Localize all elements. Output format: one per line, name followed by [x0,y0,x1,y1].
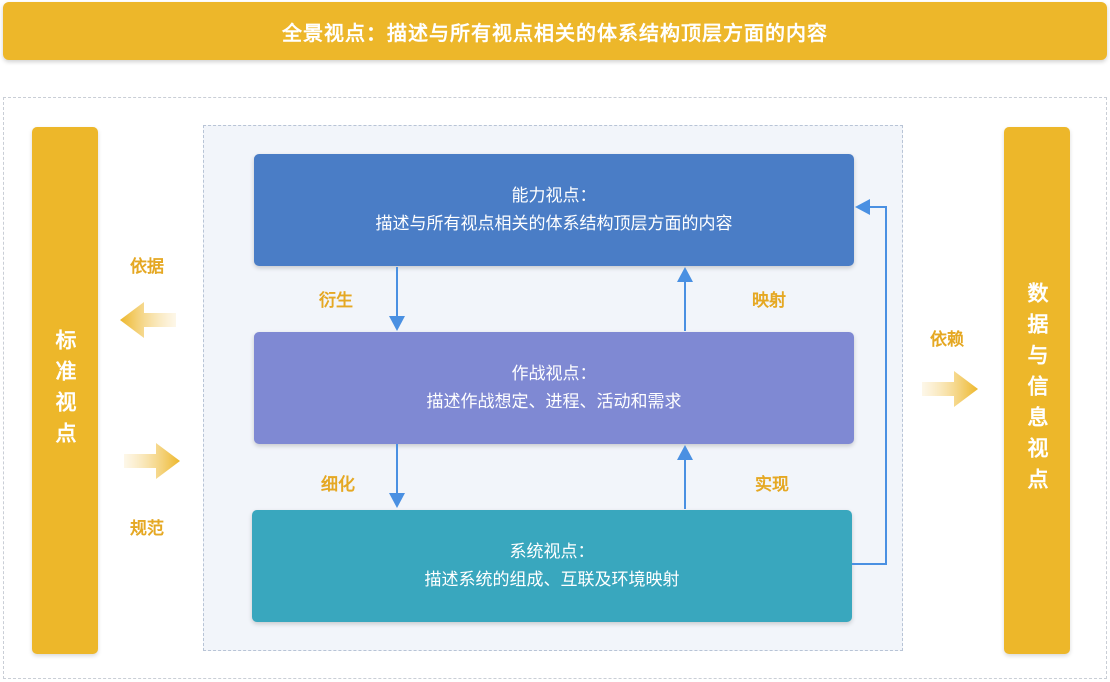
standard-view-bar: 标准视点 [32,127,98,654]
norm-label: 规范 [130,519,164,539]
depend-arrow-icon [922,371,978,407]
data-info-view-label: 数据与信息视点 [1025,282,1049,499]
realize-label: 实现 [755,475,789,495]
refine-label: 细化 [321,475,355,495]
basis-label: 依据 [130,257,164,277]
operational-view-title: 作战视点： [511,364,597,384]
capability-view-title: 能力视点： [511,186,597,206]
standard-view-label: 标准视点 [53,328,77,453]
banner-title: 全景视点：描述与所有视点相关的体系结构顶层方面的内容 [282,20,828,45]
map-arrow [677,267,693,331]
depend-label: 依赖 [930,330,964,350]
system-view-box: 系统视点： 描述系统的组成、互联及环境映射 [252,510,852,622]
feedback-loop-arrow [852,199,887,565]
panorama-view-banner: 全景视点：描述与所有视点相关的体系结构顶层方面的内容 [3,2,1107,60]
data-info-view-bar: 数据与信息视点 [1004,127,1070,654]
operational-view-box: 作战视点： 描述作战想定、进程、活动和需求 [254,332,854,444]
outer-frame [3,97,1107,679]
system-view-desc: 描述系统的组成、互联及环境映射 [424,570,680,590]
operational-view-desc: 描述作战想定、进程、活动和需求 [426,392,682,412]
basis-arrow-icon [120,302,176,338]
map-label: 映射 [752,291,786,311]
refine-arrow [389,444,405,508]
system-view-title: 系统视点： [509,542,595,562]
derive-label: 衍生 [319,291,353,311]
norm-arrow-icon [124,443,180,479]
capability-view-box: 能力视点： 描述与所有视点相关的体系结构顶层方面的内容 [254,154,854,266]
derive-arrow [389,267,405,331]
capability-view-desc: 描述与所有视点相关的体系结构顶层方面的内容 [375,214,733,234]
realize-arrow [677,445,693,509]
